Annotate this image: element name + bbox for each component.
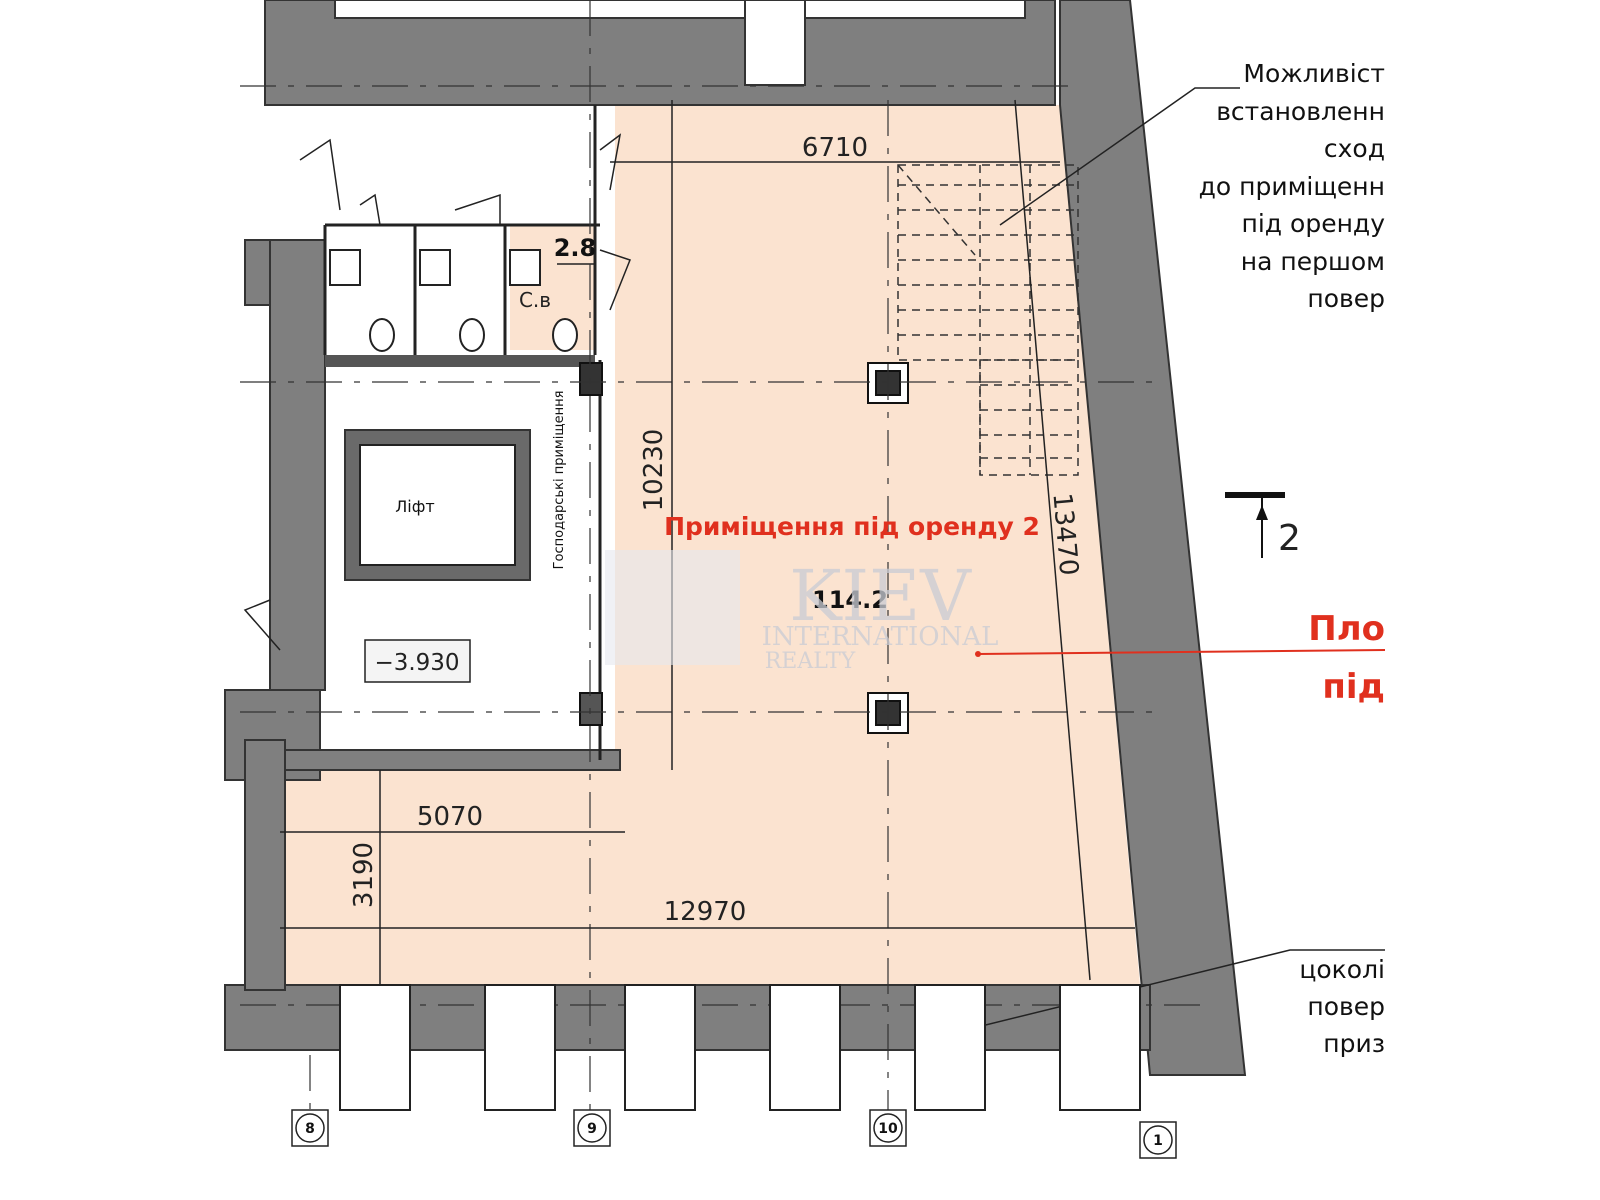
stairs-note-leader: [999, 87, 1240, 226]
basement-note-line3: приз: [1323, 1029, 1385, 1058]
rental-area: 114.2: [812, 586, 888, 614]
watermark-line2: INTERNATIONAL: [762, 622, 999, 652]
lift-shaft: [359, 444, 516, 566]
rental-title: Приміщення під оренду 2: [664, 512, 1040, 541]
watermark-line3: REALTY: [765, 649, 856, 674]
section-mark-label: 2: [1278, 518, 1301, 559]
stairs-note-line1: Можливіст: [1243, 59, 1385, 88]
axis-grid: [240, 0, 1200, 1125]
level-mark: −3.930: [374, 650, 459, 676]
axis-8: 8: [305, 1121, 315, 1137]
rental-area-fill: [285, 105, 1140, 985]
stairs-note-line6: на першом: [1241, 247, 1385, 276]
stairs-note-line3: сход: [1324, 134, 1385, 163]
utility-label: Господарські приміщення: [552, 391, 567, 570]
stairs: [897, 164, 1079, 476]
wc-area-label: 2.8: [554, 234, 597, 262]
sinks: [329, 249, 541, 286]
stairs-note-line4: до приміщенн: [1199, 172, 1385, 201]
red-note-line2: під: [1322, 667, 1385, 707]
dimension-13470: 13470: [1046, 492, 1083, 577]
red-pointer-line: [977, 649, 1386, 655]
basement-note-line1: цоколі: [1299, 955, 1385, 984]
stairs-note-line7: повер: [1307, 284, 1385, 313]
dimension-10230: 10230: [639, 429, 669, 512]
stairs-note: Можливіст встановленн сход до приміщенн …: [1199, 59, 1386, 313]
wc-label: С.в: [519, 288, 551, 312]
basement-note: цоколі повер приз: [1299, 955, 1385, 1058]
toilets: [369, 318, 578, 352]
axis-1: 1: [1153, 1133, 1163, 1149]
dimension-lines: [280, 99, 1135, 985]
wc-area-fill: [510, 225, 595, 350]
axis-9: 9: [587, 1121, 597, 1137]
stairs-note-line5: під оренду: [1242, 209, 1386, 238]
wc-counter: [325, 355, 595, 367]
dimension-5070: 5070: [417, 802, 483, 832]
red-pointer-dot: [975, 651, 981, 657]
axis-10: 10: [878, 1121, 898, 1137]
dimension-3190: 3190: [349, 842, 379, 908]
level-mark-box: [364, 639, 471, 683]
stairs-note-line2: встановленн: [1216, 97, 1385, 126]
door-swings: [243, 133, 631, 651]
watermark-line1: KIEV: [789, 555, 972, 637]
top-wall-openings: [334, 0, 1026, 86]
basement-note-line2: повер: [1307, 992, 1385, 1021]
lift-label: Ліфт: [395, 497, 434, 516]
dimension-6710: 6710: [802, 133, 868, 163]
window-bays: [339, 984, 1141, 1111]
wc-partitions: [323, 105, 600, 355]
axis-markers: 8 9 10 1: [291, 1109, 1177, 1159]
watermark-logo: KIEV INTERNATIONAL REALTY: [605, 550, 998, 674]
red-note-line1: Пло: [1308, 609, 1385, 649]
section-mark: 2: [1225, 492, 1301, 559]
dimension-12970: 12970: [664, 897, 747, 927]
